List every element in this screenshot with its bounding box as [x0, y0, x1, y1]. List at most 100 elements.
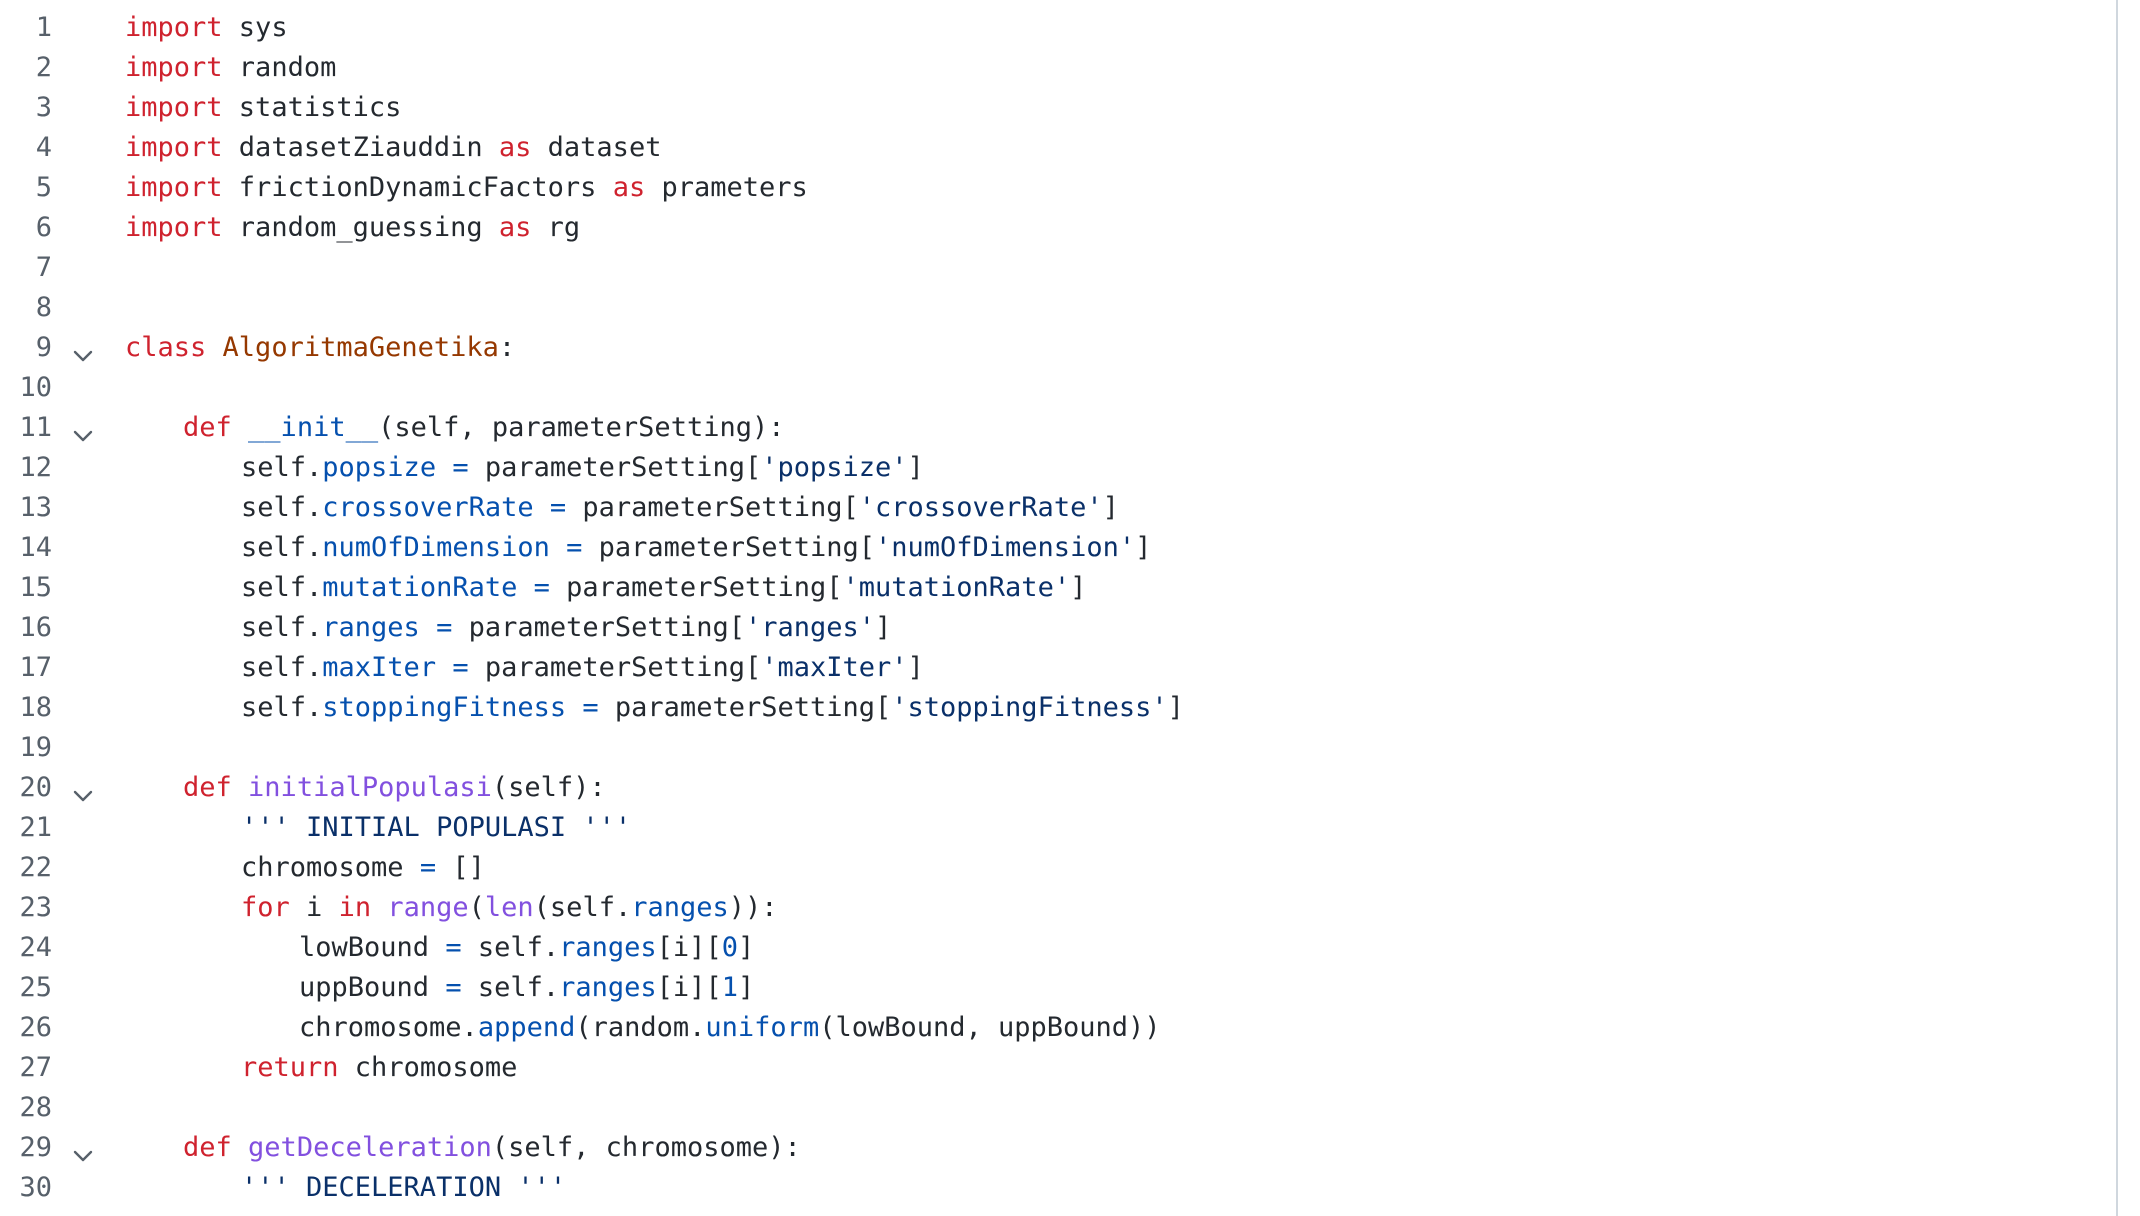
- code-token: chromosome: [338, 1052, 518, 1083]
- code-token: datasetZiauddin: [222, 132, 499, 163]
- code-token: ranges: [559, 932, 657, 963]
- code-token: )):: [728, 892, 778, 923]
- code-token: ''' DECELERATION ''': [241, 1172, 567, 1203]
- line-number: 30: [19, 1172, 52, 1203]
- code-token: [232, 772, 248, 803]
- code-text: import random_guessing as rg: [125, 208, 580, 248]
- code-line: 19: [0, 728, 2120, 768]
- code-token: =: [566, 532, 583, 563]
- code-token: getDeceleration: [248, 1132, 492, 1163]
- code-text: self.ranges = parameterSetting['ranges']: [241, 608, 891, 648]
- code-line: 28: [0, 1088, 2120, 1128]
- code-token: as: [498, 132, 532, 163]
- line-number: 28: [19, 1092, 52, 1123]
- code-token: parameterSetting[: [452, 612, 745, 643]
- code-line: 7: [0, 248, 2120, 288]
- code-token: =: [549, 492, 567, 523]
- code-token: mutationRate: [322, 572, 518, 603]
- code-token: self.: [241, 452, 323, 483]
- code-token: sys: [222, 12, 288, 43]
- code-token: =: [445, 932, 462, 963]
- code-token: maxIter: [322, 652, 437, 683]
- line-number: 11: [19, 412, 52, 443]
- line-number: 18: [19, 692, 52, 723]
- code-token: as: [498, 212, 532, 243]
- code-text: self.maxIter = parameterSetting['maxIter…: [241, 648, 924, 688]
- code-token: i: [289, 892, 339, 923]
- code-line: 10: [0, 368, 2120, 408]
- code-token: in: [338, 892, 372, 923]
- code-token: def: [183, 412, 232, 443]
- code-token: append: [477, 1012, 576, 1043]
- code-text: def getDeceleration(self, chromosome):: [183, 1128, 801, 1168]
- code-token: (self.: [533, 892, 632, 923]
- code-token: initialPopulasi: [248, 772, 492, 803]
- code-token: 'numOfDimension': [875, 532, 1136, 563]
- code-token: self.: [241, 572, 323, 603]
- code-token: random_guessing: [222, 212, 499, 243]
- code-token: import: [125, 52, 223, 83]
- code-token: self.: [241, 532, 323, 563]
- code-token: =: [533, 572, 550, 603]
- line-number: 12: [19, 452, 52, 483]
- code-text: self.stoppingFitness = parameterSetting[…: [241, 688, 1184, 728]
- chevron-down-icon[interactable]: [72, 778, 94, 802]
- code-token: [206, 332, 222, 363]
- code-token: self.: [241, 492, 323, 523]
- line-number: 10: [19, 372, 52, 403]
- code-text: lowBound = self.ranges[i][0]: [299, 928, 754, 968]
- line-number: 8: [35, 292, 52, 323]
- code-text: self.popsize = parameterSetting['popsize…: [241, 448, 924, 488]
- code-token: 'ranges': [744, 612, 876, 643]
- code-token: [436, 452, 452, 483]
- line-number: 13: [19, 492, 52, 523]
- code-text: def __init__(self, parameterSetting):: [183, 408, 784, 448]
- code-token: chromosome.: [299, 1012, 478, 1043]
- code-token: ]: [1167, 692, 1184, 723]
- code-token: =: [419, 852, 437, 883]
- code-token: for: [241, 892, 290, 923]
- line-number: 22: [19, 852, 52, 883]
- code-token: [566, 692, 582, 723]
- code-token: 'maxIter': [761, 652, 908, 683]
- chevron-down-icon[interactable]: [72, 1138, 94, 1162]
- code-text: import datasetZiauddin as dataset: [125, 128, 661, 168]
- code-text: def initialPopulasi(self):: [183, 768, 606, 808]
- code-token: class: [125, 332, 207, 363]
- code-token: [371, 892, 387, 923]
- line-number: 1: [35, 12, 52, 43]
- code-text: chromosome.append(random.uniform(lowBoun…: [299, 1008, 1161, 1048]
- code-token: stoppingFitness: [322, 692, 567, 723]
- code-line: 1 import sys: [0, 8, 2120, 48]
- code-token: (self):: [491, 772, 606, 803]
- code-token: ]: [737, 972, 755, 1003]
- code-line: 17 self.maxIter = parameterSetting['maxIt…: [0, 648, 2120, 688]
- chevron-down-icon[interactable]: [72, 418, 94, 442]
- vertical-scrollbar[interactable]: [2116, 0, 2140, 1216]
- code-token: ranges: [322, 612, 420, 643]
- code-token: import: [125, 12, 223, 43]
- code-token: [436, 652, 452, 683]
- code-text: for i in range(len(self.ranges)):: [241, 888, 778, 928]
- code-token: dataset: [531, 132, 662, 163]
- code-token: parameterSetting[: [468, 652, 762, 683]
- code-text: class AlgoritmaGenetika:: [125, 328, 515, 368]
- code-text: import sys: [125, 8, 288, 48]
- code-token: [232, 412, 248, 443]
- code-token: ]: [737, 932, 755, 963]
- code-token: len: [484, 892, 534, 923]
- code-line: 8: [0, 288, 2120, 328]
- code-token: lowBound: [299, 932, 446, 963]
- line-number: 26: [19, 1012, 52, 1043]
- code-token: parameterSetting[: [566, 492, 859, 523]
- chevron-down-icon[interactable]: [72, 338, 94, 362]
- line-number: 17: [19, 652, 52, 683]
- code-token: return: [241, 1052, 339, 1083]
- code-token: ]: [1070, 572, 1087, 603]
